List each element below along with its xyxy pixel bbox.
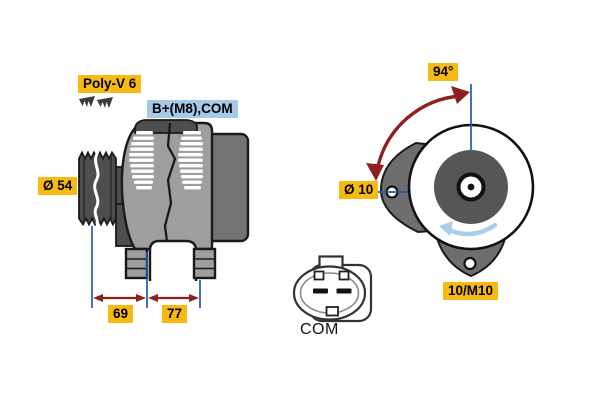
connector-label: COM xyxy=(300,321,339,338)
mounting-thread-label: 10/M10 xyxy=(443,282,499,300)
shaft-center-dot xyxy=(467,183,475,191)
vent-slots-front xyxy=(129,131,154,190)
rear-view-drawing xyxy=(362,84,535,278)
rotation-arrow-icon xyxy=(439,221,498,237)
belt-type-label: Poly-V 6 xyxy=(78,75,142,93)
belt-profile-icon xyxy=(79,96,113,108)
dimension-front-label: 69 xyxy=(108,305,134,323)
pulley-drawing xyxy=(78,150,117,227)
hole-diameter-label: Ø 10 xyxy=(339,181,379,199)
connector-pin xyxy=(336,288,352,294)
lug-hole xyxy=(463,256,477,271)
vent-slots-rear xyxy=(178,131,203,190)
angle-arc-arrow-icon xyxy=(366,86,470,181)
dimension-rear-label: 77 xyxy=(162,305,188,323)
alternator-body-drawing xyxy=(120,119,214,281)
com-connector-drawing xyxy=(292,255,373,323)
dimension-lines xyxy=(91,226,201,308)
connector-pin xyxy=(313,288,328,294)
mounting-feet-drawing xyxy=(124,247,217,280)
mounting-angle-label: 94° xyxy=(428,63,459,81)
pulley-diameter-label: Ø 54 xyxy=(38,177,78,195)
terminal-label: B+(M8),COM xyxy=(147,100,238,118)
